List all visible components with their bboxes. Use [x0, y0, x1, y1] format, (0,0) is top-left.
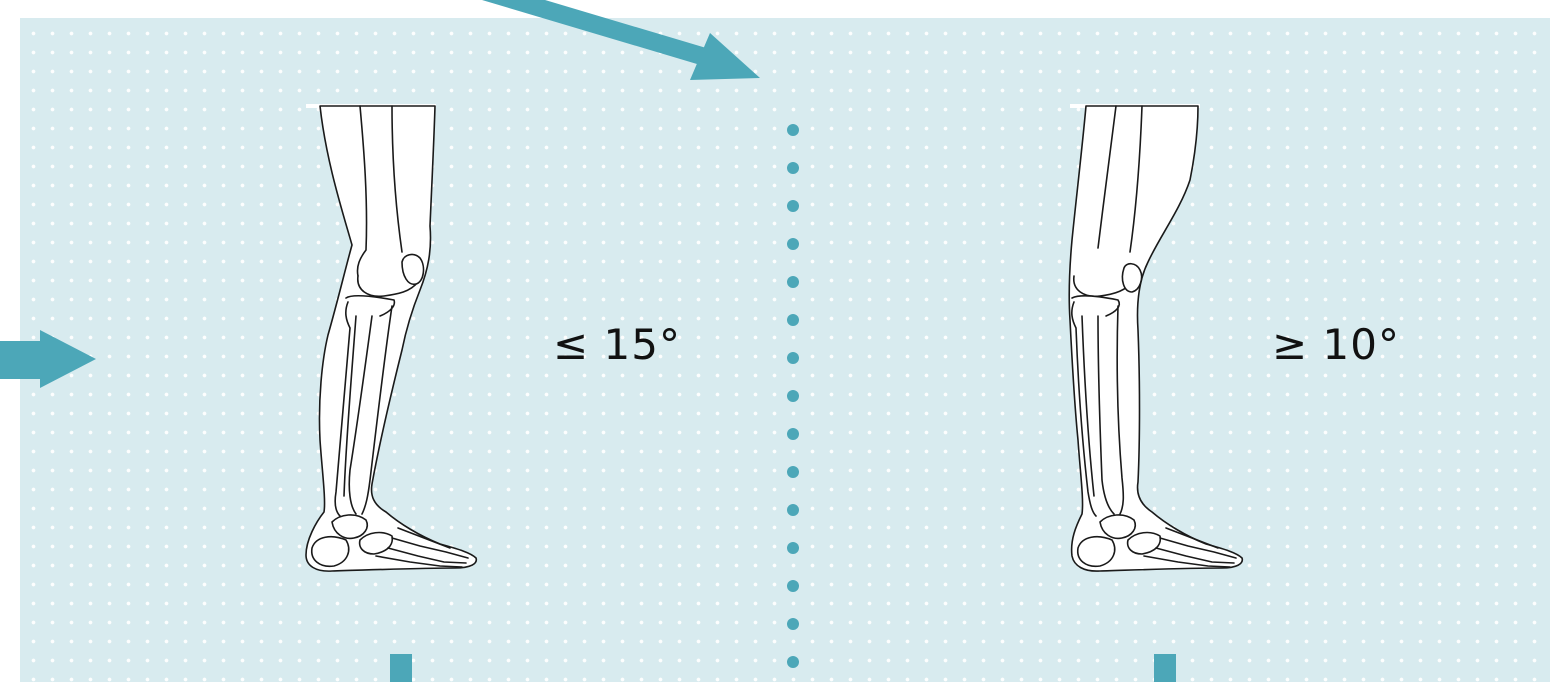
divider-dot: [787, 580, 799, 592]
divider-dot: [787, 390, 799, 402]
divider-dot: [787, 200, 799, 212]
connector-stub-right: [1154, 654, 1176, 682]
divider-dot: [787, 656, 799, 668]
angle-label-right: ≥ 10°: [1272, 320, 1400, 369]
divider-dot: [787, 238, 799, 250]
divider-dot: [787, 352, 799, 364]
divider-dot: [787, 276, 799, 288]
divider-dot: [787, 504, 799, 516]
connector-stub-left: [390, 654, 412, 682]
divider-dot: [787, 542, 799, 554]
divider-dot: [787, 428, 799, 440]
divider-dot: [787, 124, 799, 136]
divider-dot: [787, 314, 799, 326]
divider-dot: [787, 162, 799, 174]
angle-label-left: ≤ 15°: [553, 320, 681, 369]
dotted-divider: [787, 124, 801, 684]
divider-dot: [787, 618, 799, 630]
divider-dot: [787, 466, 799, 478]
